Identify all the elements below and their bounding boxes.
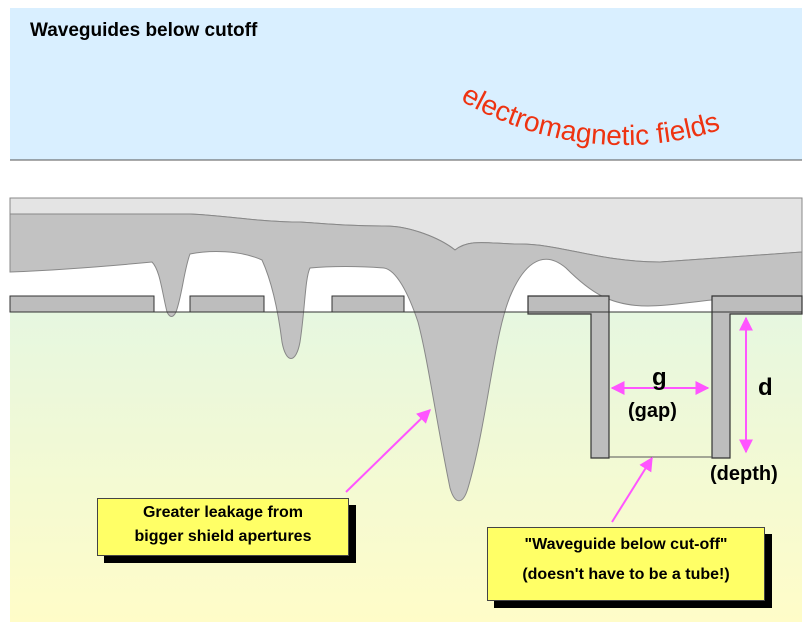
shield-plate (331, 295, 405, 313)
waveguide-callout-line1: "Waveguide below cut-off" (524, 536, 728, 553)
field-inner-layer (9, 213, 803, 502)
gap-label: (gap) (628, 400, 677, 422)
depth-symbol: d (758, 374, 773, 401)
shield-plate (9, 295, 155, 313)
page-title: Waveguides below cutoff (30, 20, 258, 41)
leakage-callout-line2: bigger shield apertures (134, 528, 312, 545)
waveguide-callout: "Waveguide below cut-off" (doesn't have … (487, 527, 765, 601)
gap-symbol: g (652, 364, 667, 391)
waveguide-callout-line2: (doesn't have to be a tube!) (522, 566, 730, 583)
depth-label: (depth) (710, 463, 778, 485)
shield-plate (189, 295, 265, 313)
waveguide-pointer-arrow (611, 456, 653, 523)
leakage-callout: Greater leakage from bigger shield apert… (97, 498, 349, 556)
leakage-callout-line1: Greater leakage from (142, 504, 304, 521)
leakage-pointer-arrow (345, 409, 432, 493)
sky-panel (10, 8, 802, 160)
